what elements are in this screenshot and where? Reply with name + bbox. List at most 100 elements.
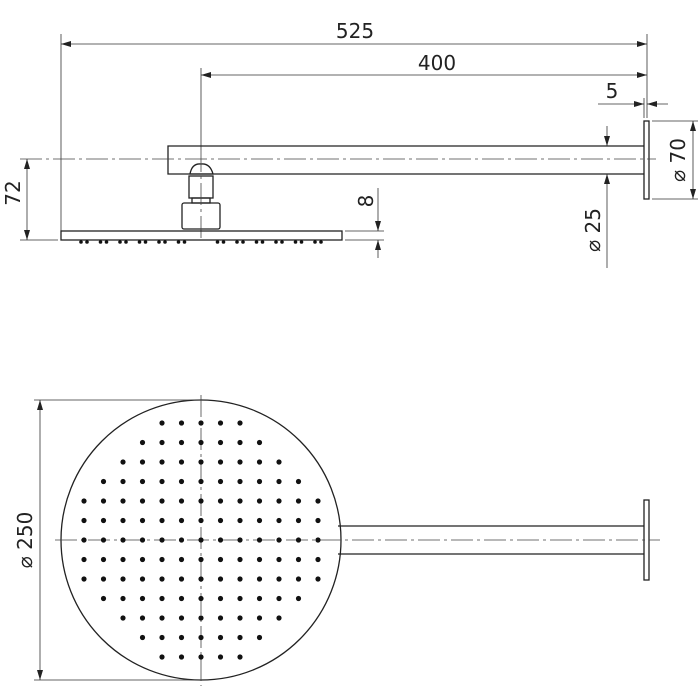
nozzle — [100, 576, 107, 582]
nozzle — [237, 439, 243, 446]
nozzle — [256, 595, 263, 602]
nozzle — [237, 576, 243, 582]
nozzles-side — [79, 240, 323, 244]
nozzle — [139, 595, 146, 602]
nozzle — [295, 537, 302, 543]
nozzle — [159, 654, 165, 660]
nozzle — [85, 240, 89, 244]
nozzle — [256, 634, 263, 641]
wall-plate — [643, 120, 650, 200]
nozzle — [178, 517, 185, 524]
nozzle — [100, 556, 107, 563]
nozzle — [237, 634, 243, 641]
nozzle — [198, 595, 204, 602]
nozzle — [215, 240, 220, 244]
nozzle — [217, 634, 224, 641]
nozzle — [276, 498, 282, 504]
nozzle — [237, 615, 243, 621]
nozzle — [237, 498, 243, 504]
nozzle — [293, 240, 298, 244]
nozzle — [256, 615, 263, 621]
nozzle — [178, 498, 185, 504]
nozzle — [217, 556, 224, 563]
nozzle — [198, 537, 204, 543]
nozzle — [256, 556, 263, 563]
nozzle — [241, 240, 245, 244]
nozzle — [313, 240, 317, 244]
nozzle — [159, 556, 165, 563]
nozzle — [100, 498, 107, 504]
nozzle — [274, 240, 278, 244]
nozzle — [237, 517, 243, 524]
nozzle — [124, 240, 128, 244]
nozzle — [198, 576, 204, 582]
nozzle — [139, 498, 146, 504]
nozzle — [217, 615, 224, 621]
nozzle — [104, 240, 109, 244]
nozzle — [237, 459, 243, 465]
nozzle — [118, 240, 122, 244]
nozzle — [198, 459, 204, 465]
nozzle — [256, 498, 263, 504]
dimension-drop-height: 72 — [1, 159, 58, 241]
nozzle — [178, 654, 185, 660]
nozzle — [178, 537, 185, 543]
nozzle — [198, 517, 204, 524]
nozzles-top — [81, 420, 321, 660]
nozzle — [159, 478, 165, 485]
nozzle — [276, 537, 282, 543]
nozzle — [256, 576, 263, 582]
nozzle — [217, 478, 224, 485]
nozzle — [81, 556, 87, 563]
nozzle — [198, 654, 204, 660]
nozzle — [217, 517, 224, 524]
nozzle — [178, 615, 185, 621]
dimension-label: 72 — [1, 180, 25, 205]
dimension-plate-diameter: ⌀ 70 — [652, 120, 698, 200]
dimension-plate-thickness: 5 — [598, 79, 668, 107]
nozzle — [198, 615, 204, 621]
nozzle — [315, 556, 321, 563]
nozzle — [315, 576, 321, 582]
nozzle — [178, 478, 185, 485]
nozzle — [256, 439, 263, 446]
nozzle — [256, 478, 263, 485]
nozzle — [237, 420, 243, 426]
nozzle — [295, 595, 302, 602]
nozzle — [315, 517, 321, 524]
dimension-head-diameter: ⌀ 250 — [13, 399, 201, 681]
nozzle — [217, 459, 224, 465]
nozzle — [178, 556, 185, 563]
nozzle — [159, 420, 165, 426]
nozzle — [237, 478, 243, 485]
nozzle — [276, 576, 282, 582]
nozzle — [256, 537, 263, 543]
nozzle — [139, 537, 146, 543]
nozzle — [98, 240, 103, 244]
nozzle — [198, 478, 204, 485]
nozzle — [315, 537, 321, 543]
nozzle — [139, 517, 146, 524]
nozzle — [81, 537, 87, 543]
dimension-label: ⌀ 25 — [581, 208, 605, 252]
dimension-label: 400 — [418, 51, 456, 75]
dimension-label: ⌀ 250 — [13, 512, 37, 569]
nozzle — [198, 634, 204, 641]
nozzle — [120, 537, 126, 543]
dimension-label: ⌀ 70 — [666, 138, 690, 182]
nozzle — [198, 439, 204, 446]
nozzle — [137, 240, 142, 244]
nozzle — [237, 595, 243, 602]
nozzle — [295, 478, 302, 485]
nozzle — [295, 498, 302, 504]
nozzle — [221, 240, 226, 244]
nozzle — [139, 439, 146, 446]
nozzle — [139, 459, 146, 465]
nozzle — [178, 634, 185, 641]
nozzle — [182, 240, 187, 244]
nozzle — [120, 498, 126, 504]
nozzle — [120, 576, 126, 582]
nozzle — [139, 478, 146, 485]
nozzle — [178, 439, 185, 446]
